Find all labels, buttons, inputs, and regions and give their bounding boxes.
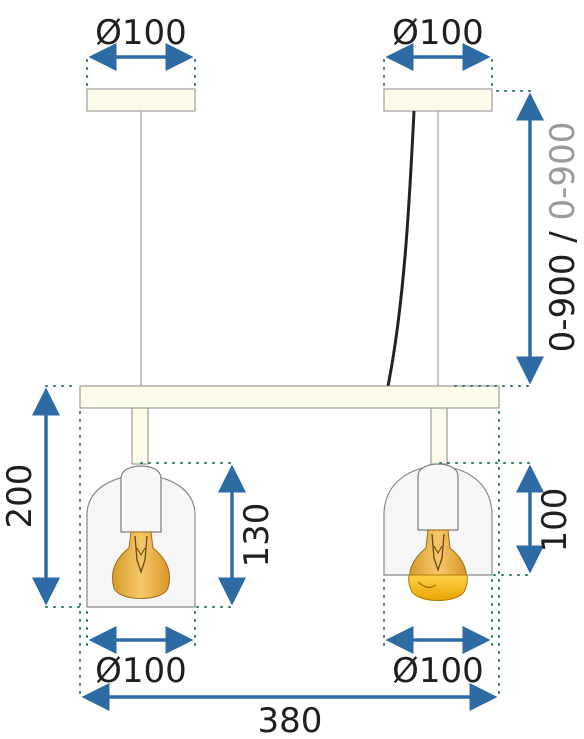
- left-stem: [131, 407, 149, 465]
- cable-length-separator: /: [543, 220, 583, 253]
- label-cable-length: 0-900 / 0-900: [543, 122, 583, 353]
- cable-length-value: 0-900: [543, 254, 583, 353]
- label-top-left-diameter: Ø100: [95, 13, 187, 53]
- right-ceiling-canopy: [383, 88, 493, 112]
- left-socket: [120, 465, 162, 533]
- right-stem: [430, 407, 448, 465]
- left-ceiling-canopy: [86, 88, 196, 112]
- right-socket: [417, 463, 459, 531]
- label-top-right-diameter: Ø100: [392, 13, 484, 53]
- left-bulb-icon: [112, 531, 170, 599]
- power-cable: [386, 110, 416, 387]
- horizontal-bar: [79, 385, 500, 409]
- dimension-guide-lines: [45, 59, 531, 701]
- dimension-arrows: [32, 43, 544, 711]
- left-lamp-shade: [86, 465, 196, 608]
- label-left-shade-height: 130: [237, 503, 277, 568]
- label-total-height: 200: [0, 464, 40, 529]
- label-bottom-left-diameter: Ø100: [95, 651, 187, 691]
- cable-length-alt-value: 0-900: [543, 122, 583, 221]
- label-bottom-right-diameter: Ø100: [392, 651, 484, 691]
- label-total-width: 380: [258, 701, 323, 739]
- right-lamp-shade: [383, 463, 493, 601]
- label-right-shade-height: 100: [535, 488, 575, 553]
